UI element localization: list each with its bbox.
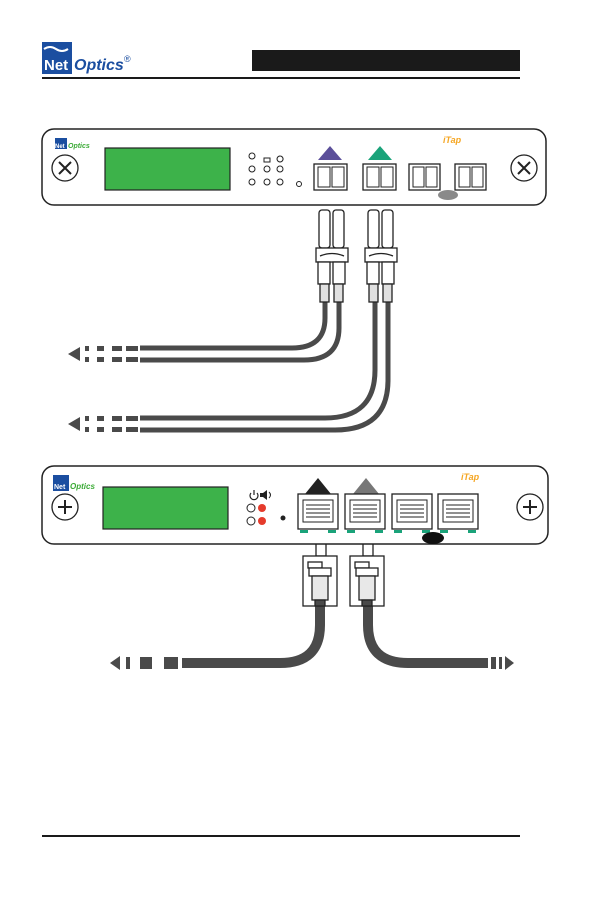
logo-registered-mark: ® (124, 54, 131, 64)
fiber-cable-b (140, 300, 388, 430)
fiber-left-thumbscrew[interactable] (52, 155, 78, 181)
copper-brand-optics: Optics (70, 482, 95, 491)
copper-brand-net: Net (54, 484, 66, 491)
fiber-brand-net: Net (55, 144, 65, 150)
copper-cable-b-end (491, 656, 514, 670)
copper-port-indicator (422, 532, 444, 544)
fiber-right-thumbscrew[interactable] (511, 155, 537, 181)
lc-connector-a (316, 210, 348, 302)
logo-net-text: Net (44, 57, 68, 74)
copper-cable-a-end (110, 656, 178, 670)
logo-optics-text: Optics (74, 57, 124, 74)
copper-itap-label: iTap (461, 472, 480, 482)
fiber-itap-label: iTap (443, 135, 462, 145)
fiber-brand-optics: Optics (68, 143, 90, 150)
copper-tap-diagram: Net Optics (42, 466, 548, 670)
copper-port-3[interactable] (392, 494, 432, 533)
copper-lcd-display (103, 487, 228, 529)
copper-left-thumbscrew[interactable] (52, 494, 78, 520)
fiber-tap-diagram: Net Optics (42, 129, 546, 432)
fiber-port-indicator (438, 190, 458, 200)
fiber-port-3[interactable] (409, 164, 440, 190)
fiber-lcd-display (105, 148, 230, 190)
lc-connector-b (365, 210, 397, 302)
fiber-cable-a (140, 300, 339, 360)
fiber-cable-b-end (68, 416, 138, 432)
netoptics-logo: Net Optics ® (42, 42, 131, 74)
copper-port-4[interactable] (438, 494, 478, 533)
copper-cable-b (368, 600, 488, 663)
fiber-port-4[interactable] (455, 164, 486, 190)
copper-cable-a (182, 600, 320, 663)
copper-right-thumbscrew[interactable] (517, 494, 543, 520)
fiber-cable-a-end (68, 346, 138, 362)
header: Net Optics ® (42, 42, 520, 78)
header-title-bar (252, 50, 520, 71)
